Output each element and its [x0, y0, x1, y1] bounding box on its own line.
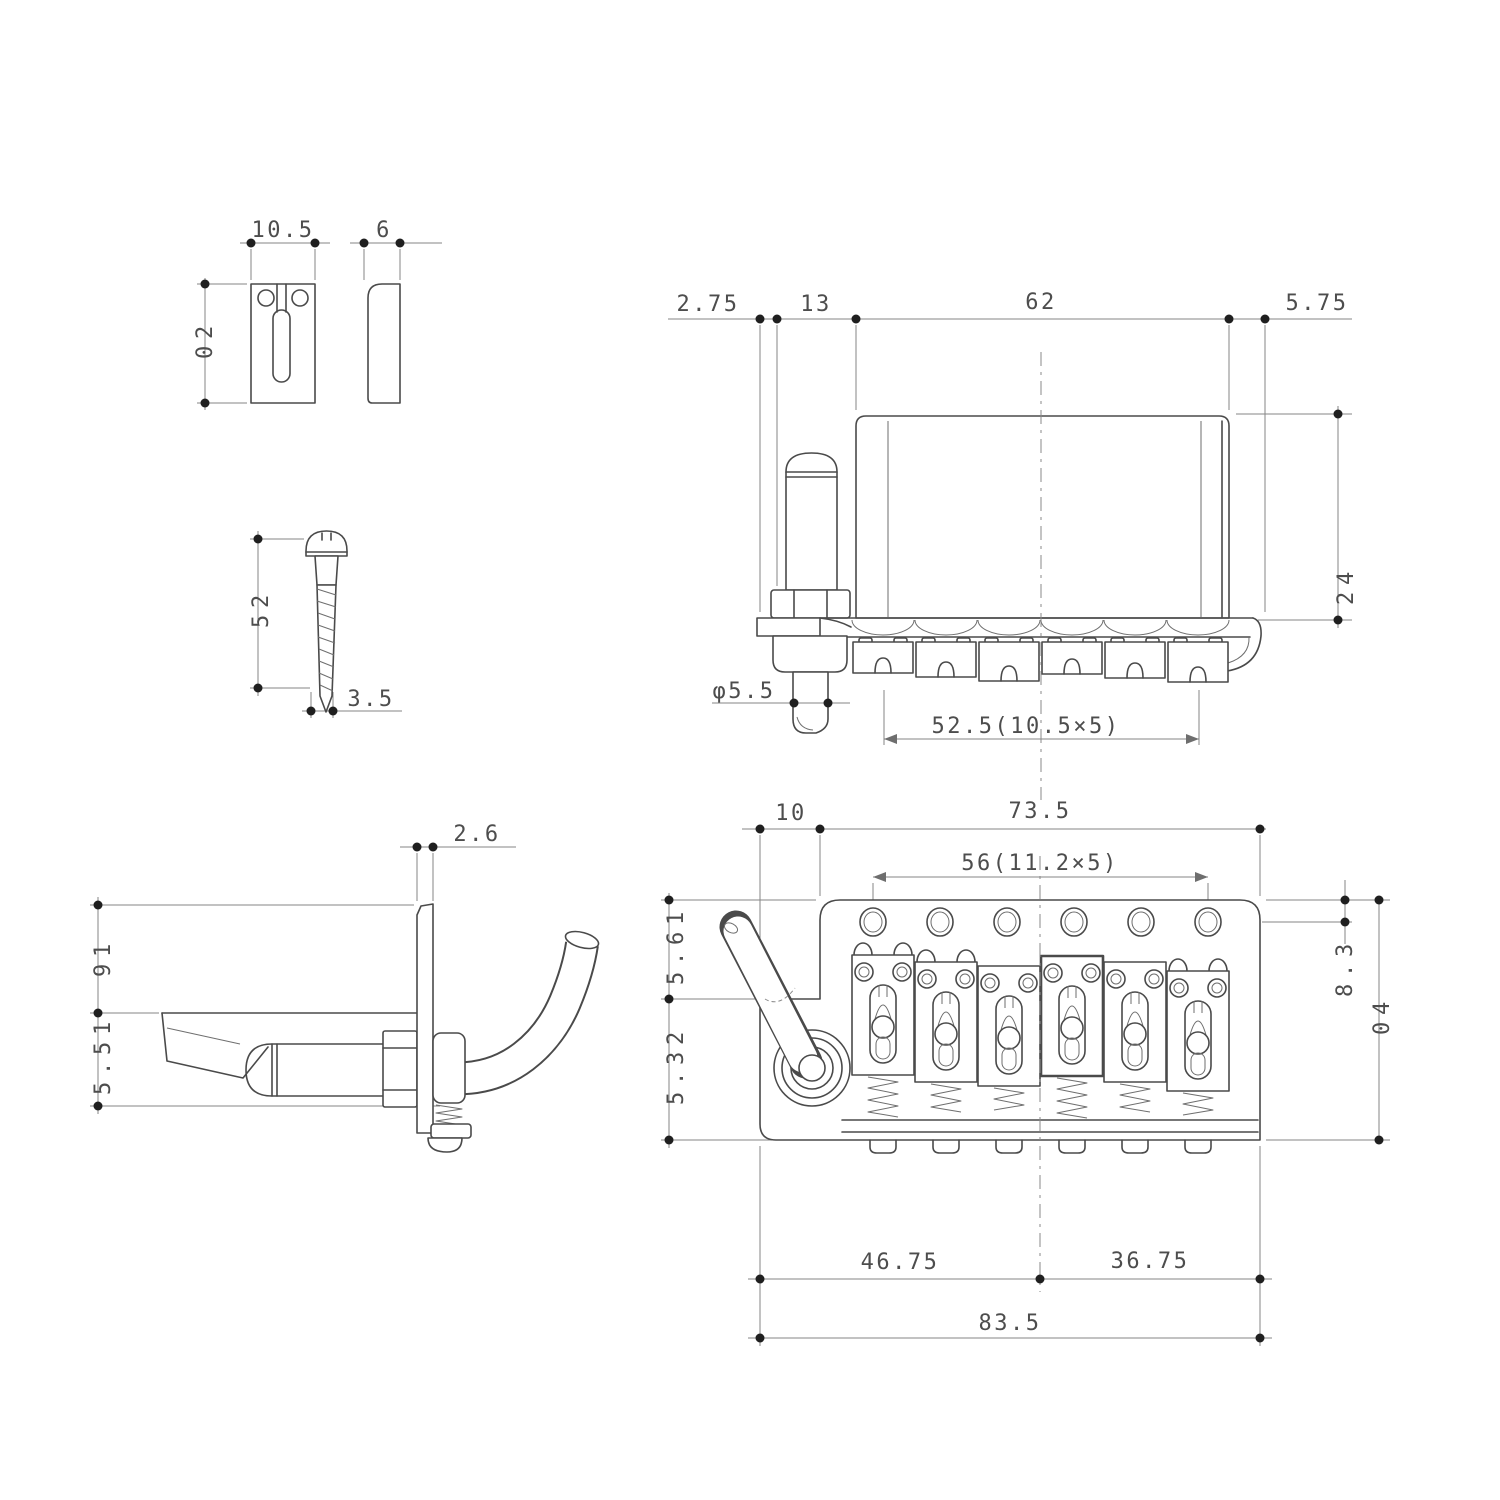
dim-label-right-overhang: 5.75: [1286, 291, 1349, 316]
dim-label-pivot-right-span: 36.75: [1111, 1249, 1190, 1274]
intonation-screw-ends: [869, 1139, 1212, 1154]
dim-label-pivot-left-span: 46.75: [861, 1250, 940, 1275]
dim-label-arm-to-block: 13: [800, 292, 832, 317]
dim-label-retainer-thickness: 6: [376, 218, 392, 243]
dim-label-hole-offset: 3.8: [1333, 941, 1358, 997]
retainer-plate-side-view: 6: [350, 218, 442, 404]
dim-label-total-width: 83.5: [979, 1311, 1042, 1336]
dim-label-screw-diameter: 3.5: [347, 687, 394, 712]
dim-label-block-width: 62: [1025, 290, 1057, 315]
dim-label-plate-thickness: 2.6: [453, 822, 500, 847]
saddles-front: [852, 641, 1229, 683]
saddle-springs: [867, 1076, 1214, 1119]
screw-threads: [316, 588, 337, 692]
saddles-top: [851, 942, 1230, 1092]
dim-label-edge-to-arm: 2.75: [677, 292, 740, 317]
dim-label-retainer-width: 10.5: [252, 218, 315, 243]
bridge-top-view: 10 73.5 56(11.2×5) 16.5 23.5 3.8 40 46.7…: [661, 799, 1395, 1346]
tremolo-arm-top: [719, 910, 851, 1107]
dim-label-hole-spacing: 56(11.2×5): [961, 851, 1118, 876]
dim-label-plate-width: 73.5: [1009, 799, 1072, 824]
dim-label-string-spacing: 52.5(10.5×5): [932, 714, 1121, 739]
plate-scallops: [851, 619, 1230, 636]
dim-label-arm-diameter: φ5.5: [713, 679, 776, 704]
dim-label-notch-width: 10: [775, 801, 807, 826]
string-holes: [859, 907, 1222, 937]
